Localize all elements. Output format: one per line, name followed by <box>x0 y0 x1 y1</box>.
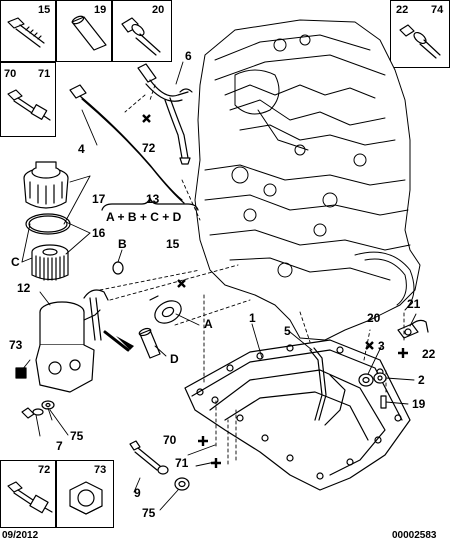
box-label-20: 20 <box>152 4 165 16</box>
callout-17: 17 <box>92 192 106 206</box>
bolt-72-icon <box>7 481 53 514</box>
callout-C: C <box>11 255 20 269</box>
callout-3: 3 <box>378 339 385 353</box>
callout-9: 9 <box>134 486 141 500</box>
box-label-74: 74 <box>431 4 444 16</box>
callout-73: 73 <box>9 338 23 352</box>
part-box-72 <box>0 460 56 528</box>
callout-75: 75 <box>70 429 84 443</box>
washer-3 <box>358 373 374 387</box>
sensor-73 <box>15 367 27 379</box>
callout-19: 19 <box>412 397 426 411</box>
callout-5: 5 <box>284 324 291 338</box>
arrow-marker <box>116 336 134 350</box>
callout-A: A <box>204 317 213 331</box>
nut-73-icon <box>69 481 103 515</box>
bolt-7 <box>21 400 55 419</box>
seal-B <box>112 261 124 275</box>
plus-marker-71 <box>211 458 221 468</box>
box-label-22: 22 <box>396 4 409 16</box>
sensor-21 <box>397 319 429 339</box>
box-label-15: 15 <box>38 4 51 16</box>
dipstick-tube-6 <box>137 63 193 165</box>
pin-19 <box>380 395 387 409</box>
markers <box>142 114 408 468</box>
sleeve-19-icon <box>71 15 107 51</box>
footer-reference: 00002583 <box>392 530 437 541</box>
dipstick-4 <box>69 84 185 204</box>
part-box-70-71 <box>0 62 56 137</box>
leader-lines <box>21 61 417 511</box>
cross-marker-72 <box>142 114 151 123</box>
callout-7: 7 <box>56 439 63 453</box>
plus-marker-22 <box>398 348 408 358</box>
footer-date: 09/2012 <box>2 530 39 541</box>
plus-marker-70 <box>198 436 208 446</box>
callout-20: 20 <box>367 311 381 325</box>
box-label-70: 70 <box>4 68 17 80</box>
oil-tube-5 <box>309 347 346 426</box>
box-label-72: 72 <box>38 464 51 476</box>
drain-plug-2 <box>373 372 387 384</box>
callout-71: 71 <box>175 456 189 470</box>
callout-75b: 75 <box>142 506 156 520</box>
cross-marker-15 <box>177 279 186 288</box>
tube-D <box>138 327 161 359</box>
callout-B: B <box>118 237 127 251</box>
pressure-switch-9 <box>129 440 169 475</box>
brace-13 <box>101 197 199 211</box>
callout-6: 6 <box>185 49 192 63</box>
filter-element-16 <box>31 244 69 281</box>
callout-12: 12 <box>17 281 31 295</box>
callout-2: 2 <box>418 373 425 387</box>
seal-ring-17 <box>25 213 71 235</box>
box-label-71: 71 <box>38 68 51 80</box>
callout-D: D <box>170 352 179 366</box>
gasket-A <box>149 295 182 324</box>
washer-75b <box>174 477 190 491</box>
oil-filter-housing-12 <box>35 289 109 393</box>
callout-21: 21 <box>407 297 421 311</box>
callout-15: 15 <box>166 237 180 251</box>
callout-72: 72 <box>142 141 156 155</box>
bolt-20-icon <box>121 17 161 56</box>
callout-4: 4 <box>78 142 85 156</box>
oil-sump-1 <box>184 339 411 491</box>
guide-lines <box>99 84 405 465</box>
formula-ABCD: A + B + C + D <box>106 210 182 224</box>
bolt-22-icon <box>399 24 441 59</box>
callout-22: 22 <box>422 347 436 361</box>
box-label-19: 19 <box>94 4 107 16</box>
bolt-70-icon <box>7 89 51 121</box>
bolt-15-icon <box>7 17 45 48</box>
cross-marker-20 <box>365 341 374 350</box>
engine-block <box>194 19 421 341</box>
callout-16: 16 <box>92 226 106 240</box>
callout-70: 70 <box>163 433 177 447</box>
filter-cap-17 <box>23 161 69 209</box>
callout-13: 13 <box>146 192 160 206</box>
box-label-73: 73 <box>94 464 107 476</box>
callout-1: 1 <box>249 311 256 325</box>
